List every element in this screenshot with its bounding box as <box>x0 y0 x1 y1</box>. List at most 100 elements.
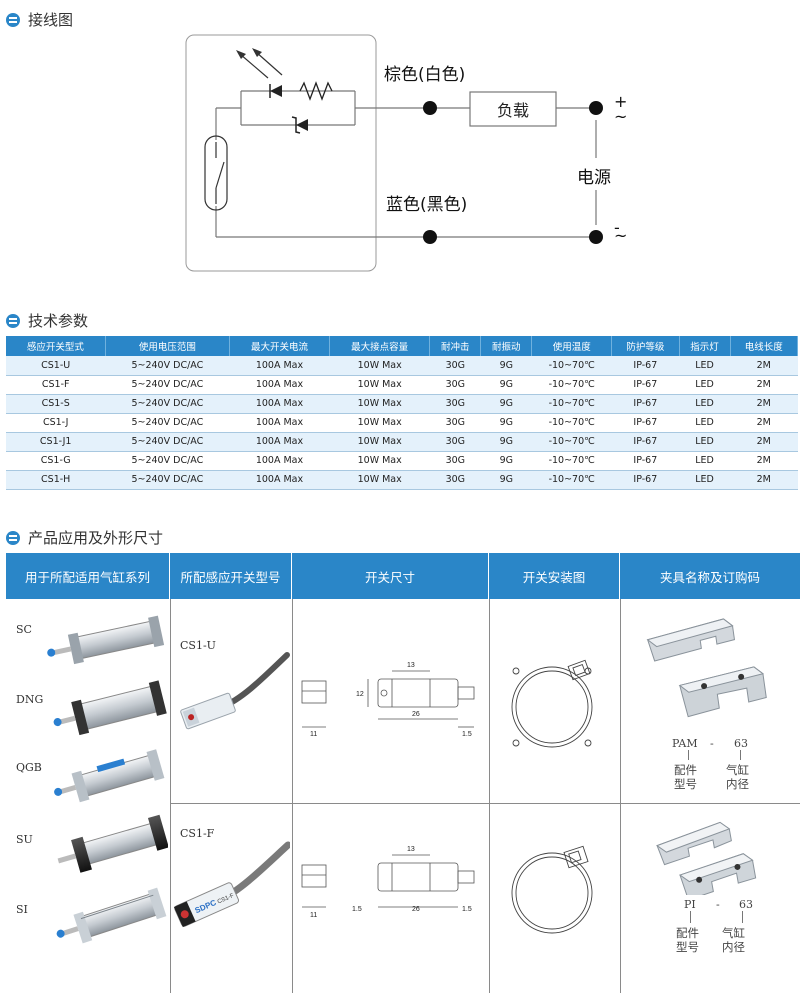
spec-col-header: 感应开关型式 <box>6 336 106 356</box>
dim-12: 12 <box>356 691 364 698</box>
table-cell: 9G <box>480 394 532 414</box>
table-cell: 100A Max <box>229 432 330 452</box>
table-cell: 30G <box>429 375 481 395</box>
spec-col-header: 耐振动 <box>480 336 533 356</box>
section-icon <box>6 313 20 328</box>
tick <box>690 911 691 923</box>
clamp1-sub2b: 内径 <box>726 777 749 791</box>
col-header-size: 开关尺寸 <box>292 553 489 599</box>
cylinder-su-icon <box>57 814 168 873</box>
table-cell: 9G <box>480 470 532 490</box>
tick <box>688 750 689 760</box>
clamp1-sub1a: 配件 <box>674 763 697 777</box>
clamp2-sub2b: 内径 <box>722 940 745 954</box>
power-label: 电源 <box>577 168 611 188</box>
tick <box>742 911 743 923</box>
dim-11: 11 <box>310 912 317 919</box>
resistor-icon <box>299 81 333 101</box>
diode-icon <box>296 119 308 131</box>
section-title: 接线图 <box>28 11 74 29</box>
light-arrow-icon <box>239 53 269 79</box>
spec-col-header: 最大接点容量 <box>329 336 431 356</box>
col-header-clamp: 夹具名称及订购码 <box>620 553 800 599</box>
section-app-header: 产品应用及外形尺寸 <box>6 527 163 548</box>
dim-11: 11 <box>310 731 317 738</box>
clamp-pam-image <box>646 618 767 718</box>
table-cell: 5~240V DC/AC <box>105 432 230 452</box>
series-si: SI <box>16 903 28 916</box>
table-cell: -10~70℃ <box>531 470 612 490</box>
col-header-install: 开关安装图 <box>489 553 620 599</box>
minus-sign: - <box>614 218 620 237</box>
table-cell: IP-67 <box>611 375 680 395</box>
clamp1-size: 63 <box>734 737 748 750</box>
reed-switch-icon <box>204 135 228 211</box>
table-cell: 10W Max <box>329 375 430 395</box>
series-qgb: QGB <box>16 761 42 774</box>
wiring-diagram: 棕色(白色) 蓝色(黑色) 负载 电源 + ~ - ~ <box>0 30 800 280</box>
tilde-sign: ~ <box>614 107 628 126</box>
table-cell: -10~70℃ <box>531 356 612 376</box>
clamp1-sub1b: 型号 <box>674 777 697 791</box>
spec-col-header: 使用电压范围 <box>105 336 230 356</box>
table-cell: 5~240V DC/AC <box>105 356 230 376</box>
table-cell: IP-67 <box>611 451 680 471</box>
dim-26: 26 <box>412 906 420 913</box>
spec-col-header: 使用温度 <box>531 336 613 356</box>
table-cell: 5~240V DC/AC <box>105 451 230 471</box>
wiring-svg <box>185 34 603 272</box>
table-cell: 2M <box>730 375 798 395</box>
application-table: 用于所配适用气缸系列 所配感应开关型号 开关尺寸 开关安装图 夹具名称及订购码 … <box>6 553 800 993</box>
table-cell: 30G <box>429 432 481 452</box>
table-cell: 100A Max <box>229 356 330 376</box>
col-header-model: 所配感应开关型号 <box>170 553 292 599</box>
dim-1-5-a: 1.5 <box>352 906 362 913</box>
cylinder-images <box>47 615 168 944</box>
section-spec-header: 技术参数 <box>6 310 88 331</box>
dim-1-5: 1.5 <box>462 731 472 738</box>
blue-wire-label: 蓝色(黑色) <box>386 195 468 215</box>
dimension-drawing-f: 13 11 1.5 26 1.5 <box>301 846 475 919</box>
node-dot <box>423 230 437 244</box>
table-cell: CS1-J1 <box>6 432 106 452</box>
series-su: SU <box>16 833 33 846</box>
table-cell: -10~70℃ <box>531 394 612 414</box>
brown-wire-label: 棕色(白色) <box>384 65 466 85</box>
table-cell: 2M <box>730 356 798 376</box>
spec-col-header: 最大开关电流 <box>229 336 331 356</box>
table-cell: 30G <box>429 470 481 490</box>
dimension-drawing-u: 13 12 11 26 1.5 <box>301 662 475 738</box>
terminal-dot <box>589 230 603 244</box>
table-cell: 10W Max <box>329 432 430 452</box>
table-cell: 30G <box>429 356 481 376</box>
dim-26: 26 <box>412 711 420 718</box>
clamp1-sub2a: 气缸 <box>726 763 749 777</box>
table-cell: -10~70℃ <box>531 451 612 471</box>
table-cell: 9G <box>480 375 532 395</box>
table-cell: CS1-H <box>6 470 106 490</box>
tilde-sign-2: ~ <box>614 226 628 245</box>
load-label: 负载 <box>496 101 529 120</box>
series-dng: DNG <box>16 693 44 706</box>
clamp-pi-image <box>656 821 757 895</box>
table-cell: -10~70℃ <box>531 432 612 452</box>
sensor-cs1-u-image <box>180 652 290 730</box>
spec-table: 感应开关型式使用电压范围最大开关电流最大接点容量耐冲击耐振动使用温度防护等级指示… <box>6 336 799 490</box>
table-cell: LED <box>679 394 731 414</box>
clamp2-size: 63 <box>739 898 753 911</box>
install-drawing-f <box>511 845 593 934</box>
table-cell: 2M <box>730 470 798 490</box>
table-cell: 30G <box>429 451 481 471</box>
clamp1-dash: - <box>710 737 714 750</box>
table-cell: 30G <box>429 394 481 414</box>
table-cell: 100A Max <box>229 470 330 490</box>
table-cell: 2M <box>730 413 798 433</box>
table-cell: 10W Max <box>329 394 430 414</box>
table-cell: 10W Max <box>329 356 430 376</box>
table-cell: LED <box>679 470 731 490</box>
